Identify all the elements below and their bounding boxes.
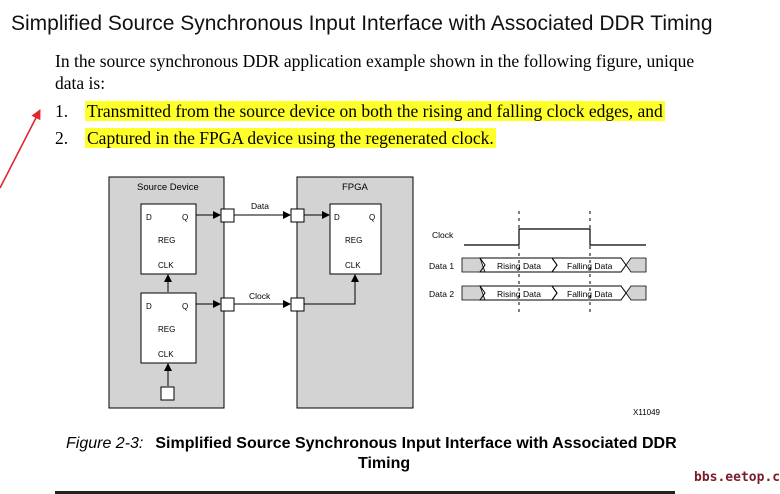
timing-data2-label: Data 2	[429, 289, 454, 299]
caption-title-line2: Timing	[358, 455, 411, 472]
reg-q-label: Q	[182, 213, 188, 222]
output-pad-data	[220, 208, 235, 223]
timing-clock-label: Clock	[432, 230, 454, 240]
caption-label: Figure 2-3:	[66, 435, 144, 452]
falling-data-label: Falling Data	[567, 289, 613, 299]
input-pad-clock	[290, 297, 305, 312]
timing-diagram: Clock Data 1 Data 2 Rising Data Falling …	[429, 211, 647, 316]
figure-id: X11049	[633, 408, 661, 417]
intro-paragraph: In the source synchronous DDR applicatio…	[55, 51, 695, 93]
reg-d-label: D	[146, 213, 152, 222]
section-heading: Simplified Source Synchronous Input Inte…	[11, 12, 713, 35]
data-wire-label: Data	[251, 201, 269, 211]
clock-wire-label: Clock	[249, 291, 271, 301]
annotation-arrow	[0, 109, 41, 189]
clock-input-pad	[160, 386, 175, 401]
reg-d-label: D	[146, 302, 152, 311]
register-fpga: D Q REG CLK	[329, 203, 382, 275]
watermark: bbs.eetop.cn	[694, 470, 780, 485]
list-number: 1.	[55, 101, 69, 121]
list-item: 2. Captured in the FPGA device using the …	[55, 128, 496, 149]
figure-caption: Figure 2-3: Simplified Source Synchronous…	[66, 434, 726, 472]
reg-clk-label: CLK	[158, 350, 174, 359]
reg-label: REG	[158, 236, 175, 245]
reg-clk-label: CLK	[345, 261, 361, 270]
caption-title: Simplified Source Synchronous Input Inte…	[155, 435, 677, 452]
register-source-top: D Q REG CLK	[140, 203, 197, 275]
reg-q-label: Q	[182, 302, 188, 311]
reg-label: REG	[345, 236, 362, 245]
reg-q-label: Q	[369, 213, 375, 222]
register-source-bottom: D Q REG CLK	[140, 292, 197, 364]
fpga-label: FPGA	[342, 182, 369, 193]
rising-data-label: Rising Data	[497, 261, 541, 271]
highlighted-text: Captured in the FPGA device using the re…	[85, 128, 496, 148]
rising-data-label: Rising Data	[497, 289, 541, 299]
reg-d-label: D	[334, 213, 340, 222]
output-pad-clock	[220, 297, 235, 312]
list-number: 2.	[55, 128, 69, 148]
reg-clk-label: CLK	[158, 261, 174, 270]
source-device-label: Source Device	[137, 182, 199, 193]
highlighted-text: Transmitted from the source device on bo…	[85, 101, 665, 121]
reg-label: REG	[158, 325, 175, 334]
timing-data1-label: Data 1	[429, 261, 454, 271]
clock-waveform	[464, 228, 646, 246]
list-item: 1. Transmitted from the source device on …	[55, 101, 665, 122]
data1-waveform: Rising Data Falling Data	[461, 257, 647, 273]
data2-waveform: Rising Data Falling Data	[461, 285, 647, 301]
falling-data-label: Falling Data	[567, 261, 613, 271]
input-pad-data	[290, 208, 305, 223]
wire	[304, 274, 359, 305]
